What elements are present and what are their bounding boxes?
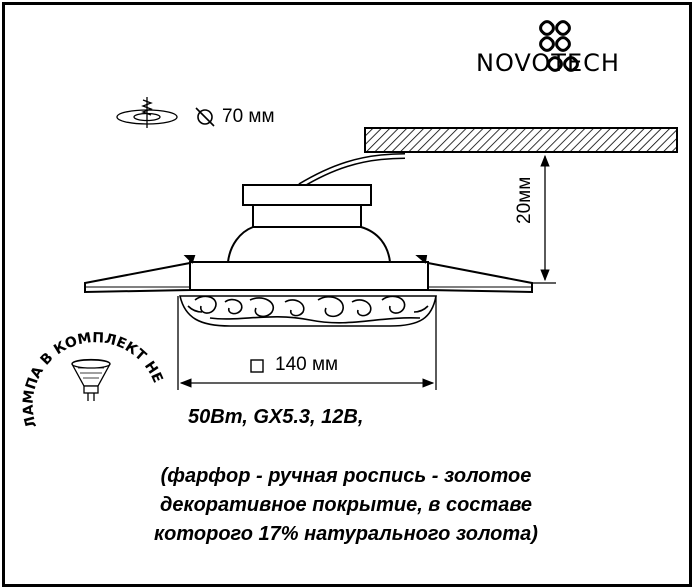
description-line-1: (фарфор - ручная роспись - золотое <box>160 465 532 487</box>
width-dimension-line <box>177 296 437 390</box>
height-dimension-line <box>430 154 556 284</box>
square-symbol <box>250 359 264 373</box>
power-cable <box>298 153 406 189</box>
diameter-symbol <box>195 107 215 127</box>
novotech-logo-icon <box>539 20 579 72</box>
description-line-2: декоративное покрытие, в составе <box>159 494 533 516</box>
width-label: 140 мм <box>275 354 339 375</box>
height-label: 20мм <box>514 176 535 224</box>
lamp-notice-sticker: ЛАМПА В КОМПЛЕКТ НЕ ВХОДИТ <box>0 0 166 429</box>
ceiling-slab <box>364 127 678 153</box>
decorative-band <box>178 295 437 327</box>
ceiling-cutout-icon <box>116 97 178 128</box>
luminaire-body <box>84 184 533 294</box>
lamp-specs: 50Вт, GX5.3, 12В, <box>188 406 364 428</box>
cutout-diameter-label: 70 мм <box>222 106 275 127</box>
description-line-3: которого 17% натурального золота) <box>154 523 538 545</box>
mr16-lamp-icon <box>71 358 111 401</box>
brand-name: NOVOTECH <box>476 49 620 77</box>
